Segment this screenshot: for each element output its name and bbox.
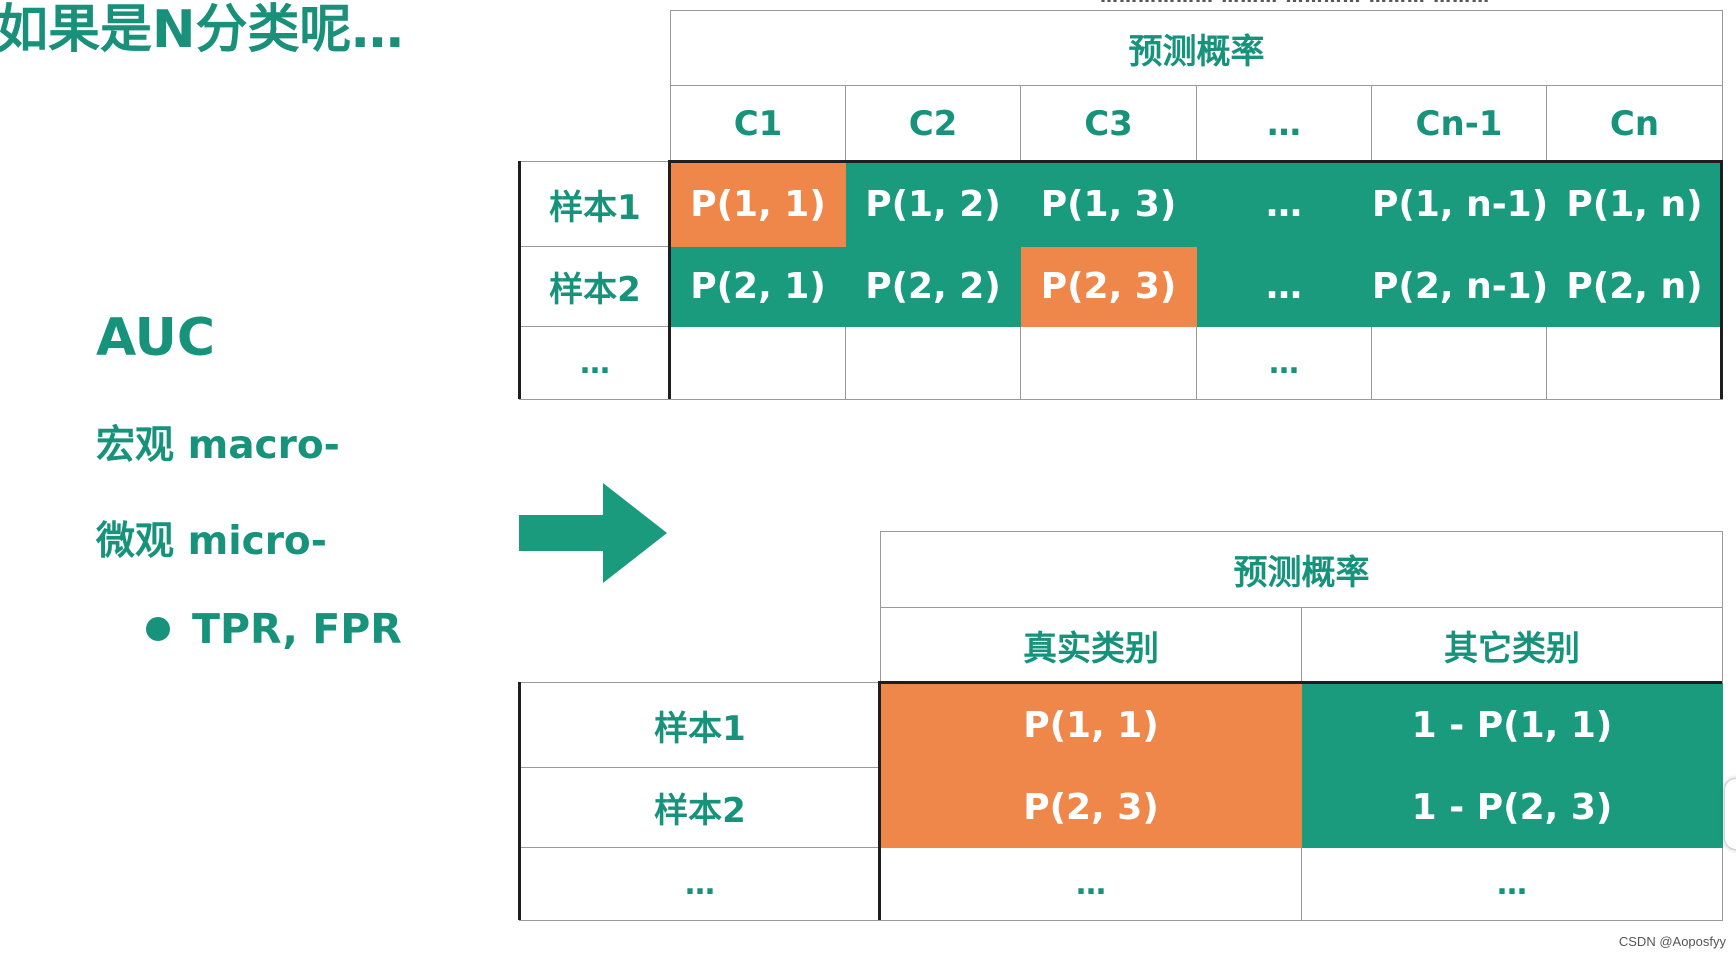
table1-cell: P(2, 2) [845, 246, 1021, 327]
table2-cell-true: P(2, 3) [880, 767, 1302, 848]
right-arrow-icon [519, 483, 667, 583]
table1-corner [520, 11, 671, 86]
bullet-item: TPR, FPR [146, 605, 402, 653]
table2-left-border [518, 682, 521, 920]
watermark: CSDN @Aoposfyy [1618, 934, 1726, 949]
micro-label: 微观 micro- [96, 519, 327, 564]
table1-left-border [518, 161, 521, 399]
top-faint-text: ……………… ……… ………… ……… ……… [1100, 0, 1720, 8]
table2-corner [520, 532, 881, 608]
table2-row-label: … [519, 847, 881, 921]
table2-row-label: 样本1 [519, 682, 881, 768]
binary-probability-table: 预测概率 真实类别 其它类别 样本1 P(1, 1) 1 - P(1, 1) 样… [519, 531, 1723, 921]
table1-cell: P(1, n) [1545, 161, 1724, 247]
macro-label: 宏观 macro- [96, 423, 340, 468]
table1-cell [845, 326, 1021, 400]
table2-cell-true: P(1, 1) [880, 682, 1302, 768]
table-row: 样本1 P(1, 1) 1 - P(1, 1) [519, 682, 1723, 768]
table1-col-header: Cn [1545, 85, 1724, 162]
table1-row-label: 样本1 [519, 161, 671, 247]
table-row: … … … [519, 847, 1723, 921]
bullet-dot-icon [146, 617, 170, 641]
table1-corner-2 [520, 86, 671, 162]
table1-row-label: 样本2 [519, 246, 671, 327]
table2-corner-2 [520, 608, 881, 683]
table1-group-header: 预测概率 [669, 10, 1724, 86]
table1-col-header: C1 [670, 85, 846, 162]
table1-cell [1545, 326, 1724, 400]
table1-cell: P(1, n-1) [1371, 161, 1547, 247]
table-row: 样本2 P(2, 1) P(2, 2) P(2, 3) … P(2, n-1) … [519, 246, 1724, 327]
side-panel-handle[interactable] [1724, 778, 1736, 850]
table1-cell: … [1196, 161, 1372, 247]
table1-cell [1020, 326, 1197, 400]
table1-right-border [1720, 160, 1723, 399]
table1-cell [1371, 326, 1547, 400]
table1-col-header: Cn-1 [1371, 85, 1547, 162]
table1-cell: P(2, n) [1545, 246, 1724, 327]
table1-cell: … [1196, 246, 1372, 327]
table2-col-header: 其它类别 [1301, 607, 1723, 683]
table1-cell: P(2, n-1) [1371, 246, 1547, 327]
bullet-text: TPR, FPR [192, 605, 402, 653]
probability-matrix-table: 预测概率 C1 C2 C3 … Cn-1 Cn 样本1 P(1, 1) P(1,… [519, 10, 1724, 400]
table1-top-border [668, 160, 1722, 163]
table1-cell-highlight: P(2, 3) [1020, 246, 1197, 327]
table2-col-header: 真实类别 [880, 607, 1302, 683]
table1-col-header: C3 [1020, 85, 1197, 162]
table1-cell: P(2, 1) [670, 246, 846, 327]
table1-cell [670, 326, 846, 400]
table2-inner-border [878, 682, 881, 920]
table2-top-border [878, 681, 1722, 684]
table1-inner-border [668, 161, 671, 399]
table1-cell-highlight: P(1, 1) [670, 161, 846, 247]
table1-col-header: C2 [845, 85, 1021, 162]
table-row: … … [519, 326, 1724, 400]
auc-heading: AUC [96, 308, 216, 368]
slide-title: 如果是N分类呢… [0, 0, 404, 60]
table2-cell: … [880, 847, 1302, 921]
table-row: 样本1 P(1, 1) P(1, 2) P(1, 3) … P(1, n-1) … [519, 161, 1724, 247]
table1-cell: … [1196, 326, 1372, 400]
table2-cell: … [1301, 847, 1723, 921]
table2-group-header: 预测概率 [880, 531, 1723, 608]
table2-cell-other: 1 - P(1, 1) [1301, 682, 1723, 768]
table1-cell: P(1, 2) [845, 161, 1021, 247]
table2-cell-other: 1 - P(2, 3) [1301, 767, 1723, 848]
table-row: 样本2 P(2, 3) 1 - P(2, 3) [519, 767, 1723, 848]
table2-row-label: 样本2 [519, 767, 881, 848]
table1-col-header: … [1196, 85, 1372, 162]
table1-cell: P(1, 3) [1020, 161, 1197, 247]
table1-row-label: … [519, 326, 671, 400]
